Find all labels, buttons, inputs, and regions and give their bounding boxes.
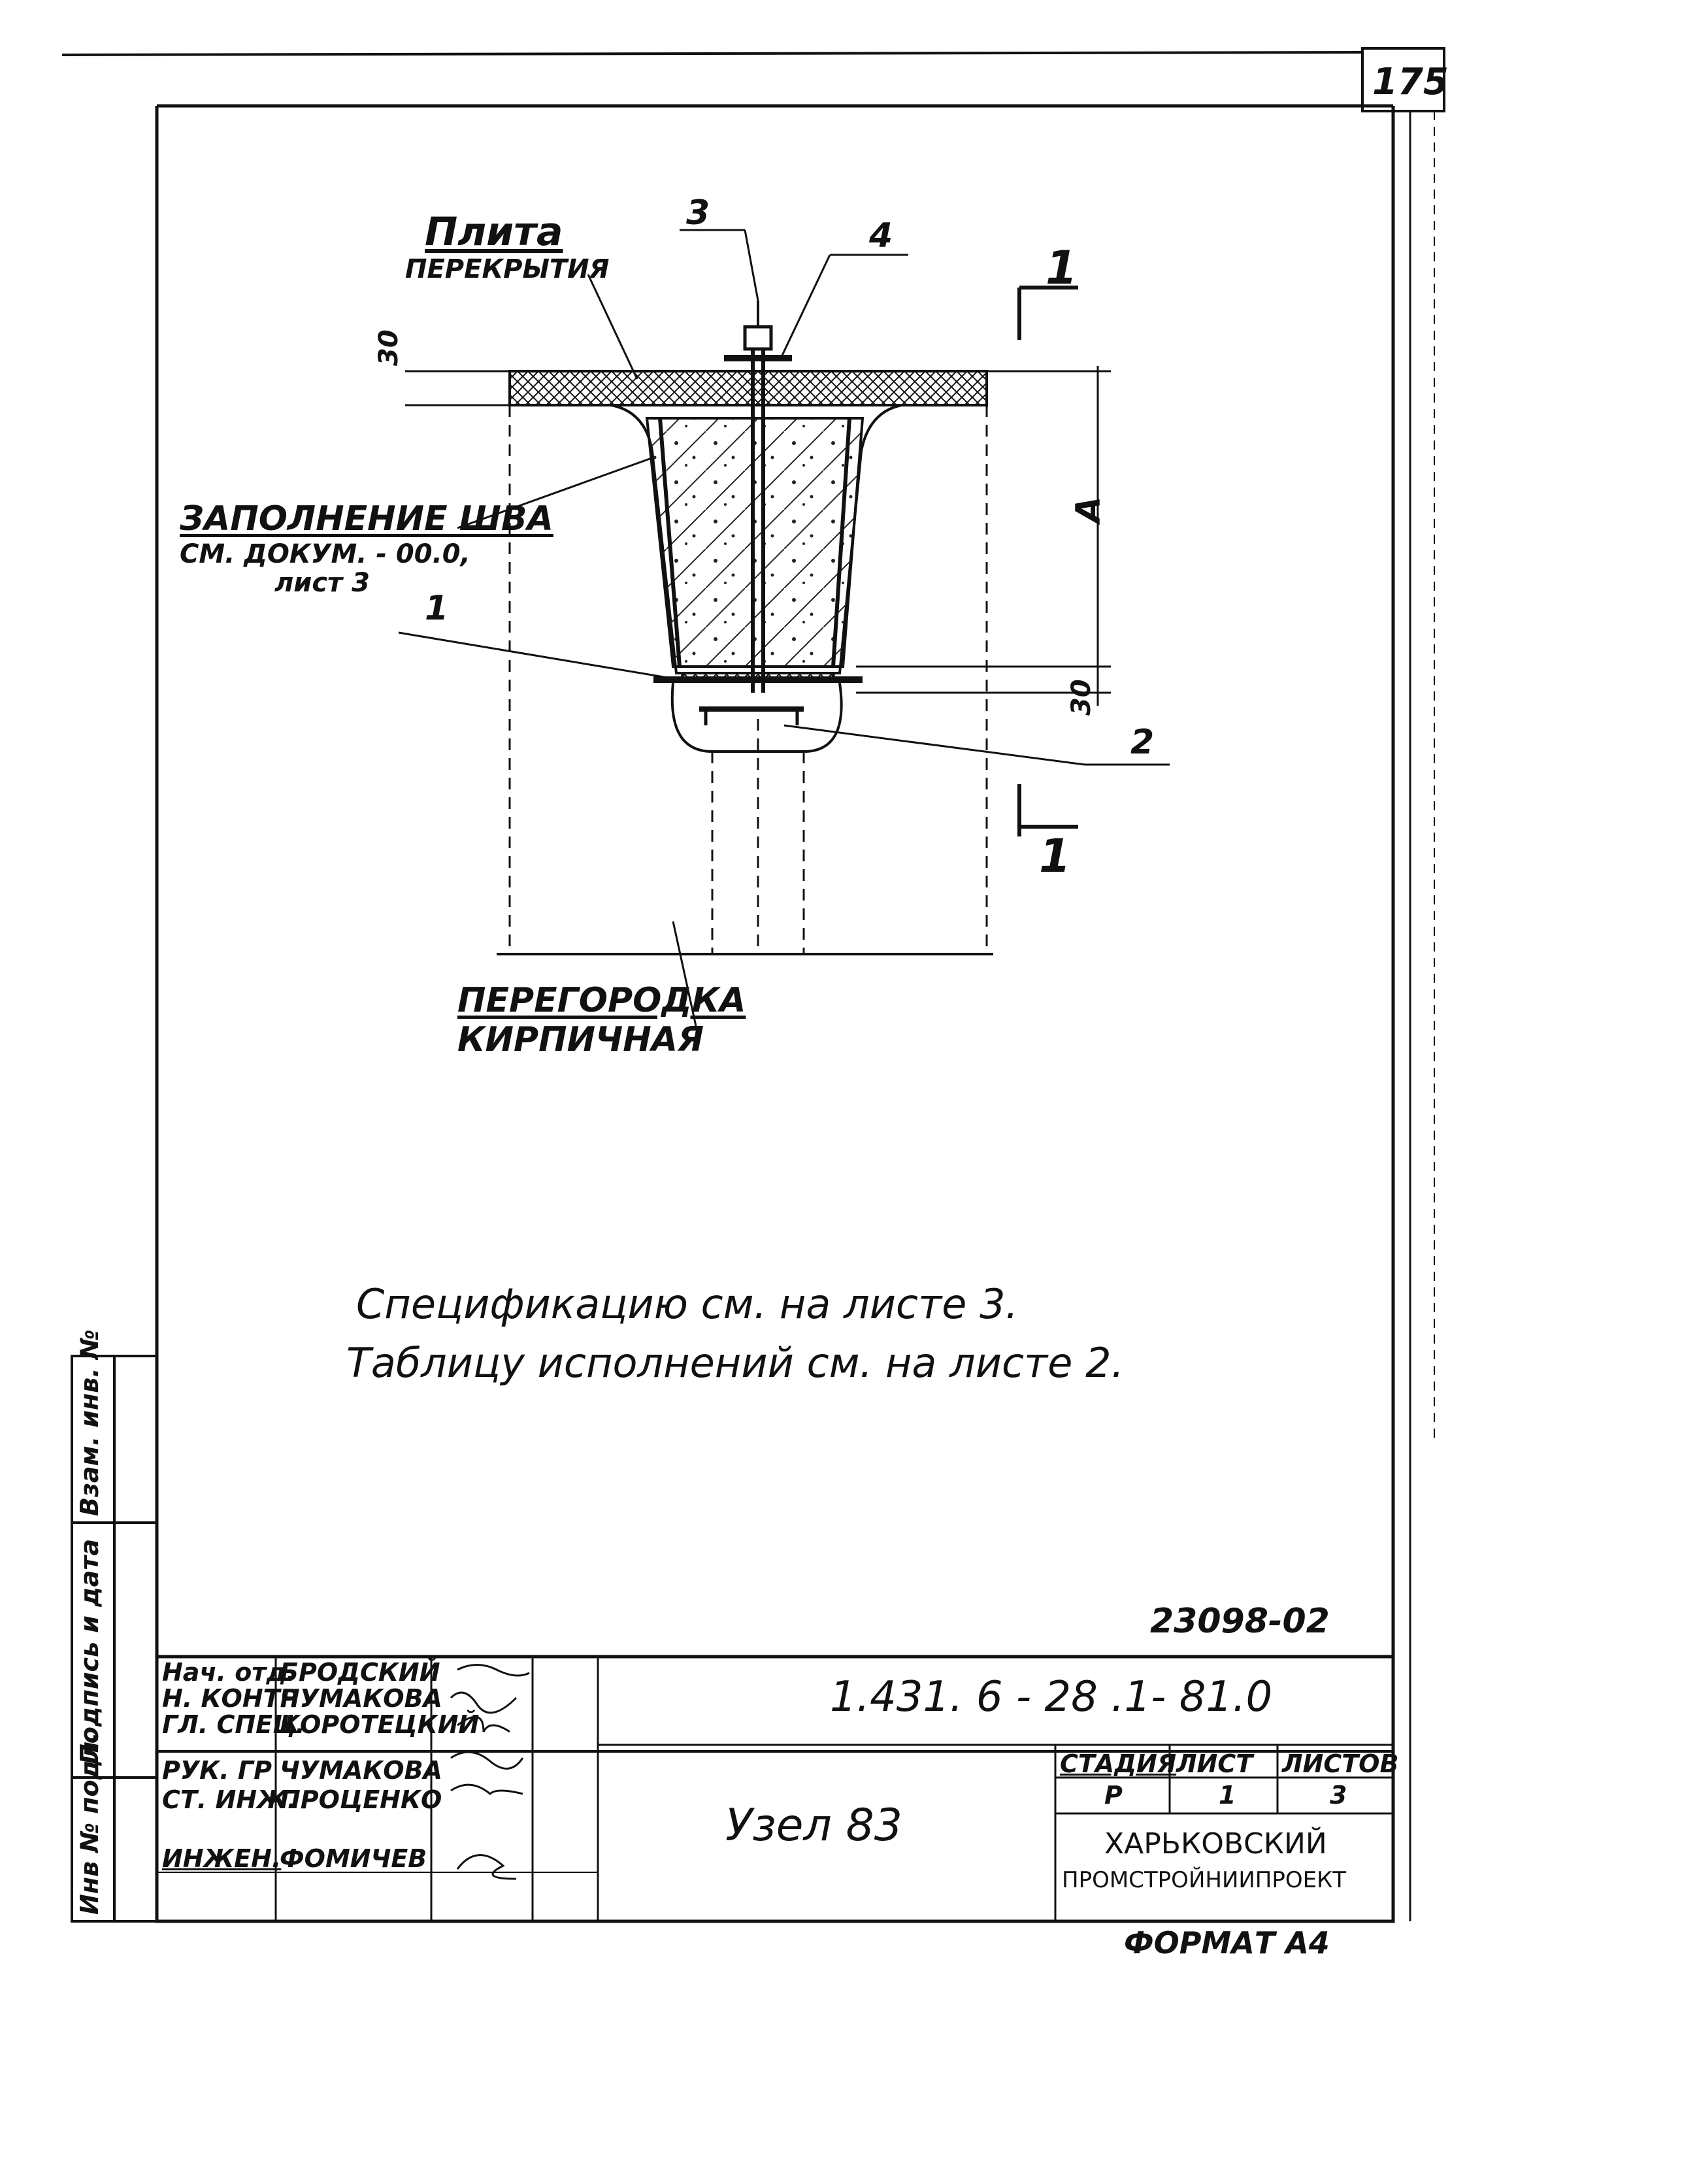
tb-role-3: Гл. спец. — [162, 1710, 305, 1739]
label-slab-line1: Плита — [425, 209, 563, 255]
sheet-format: Формат А4 — [1124, 1925, 1330, 1961]
archive-number: 23098-02 — [1150, 1602, 1330, 1641]
dimension-lines — [405, 366, 1111, 706]
label-joint-line3: лист 3 — [274, 568, 370, 598]
section-marks — [1017, 286, 1078, 836]
tb-role-1: Нач. отд. — [162, 1658, 296, 1687]
position-1: 1 — [425, 589, 449, 628]
label-joint-line2: см. докум. - 00.0, — [180, 539, 470, 569]
organization-line2: Промстройниипроект — [1062, 1867, 1347, 1893]
tb-name-4: Чумакова — [280, 1756, 442, 1785]
section-mark-top: 1 — [1046, 241, 1078, 295]
tb-name-2: Чумакова — [280, 1684, 442, 1713]
sheets-value: 3 — [1330, 1781, 1347, 1810]
side-stamp-signature-date: Подпись и дата — [75, 1538, 104, 1764]
note-execution-table: Таблицу исполнений см. на листе 2. — [346, 1339, 1125, 1387]
dimension-top: 30 — [374, 329, 404, 366]
label-joint-line1: Заполнение шва — [180, 499, 553, 538]
section-mark-bottom: 1 — [1039, 829, 1071, 883]
sheet-value: 1 — [1219, 1781, 1236, 1810]
tb-role-2: Н. контр — [162, 1684, 299, 1713]
side-stamp-replacement: Взам. инв. № — [75, 1329, 104, 1516]
note-specification: Спецификацию см. на листе 3. — [356, 1280, 1019, 1328]
dimension-a: А — [1069, 496, 1108, 523]
tb-name-1: Бродский — [280, 1658, 440, 1687]
label-partition-line1: Перегородка — [457, 981, 746, 1020]
document-title: Узел 83 — [725, 1800, 903, 1851]
leader-lines — [398, 229, 1170, 1027]
tb-name-5: Проценко — [280, 1785, 442, 1814]
tb-role-4: Рук. гр — [162, 1756, 272, 1785]
signatures — [450, 1664, 530, 1880]
tb-name-7: Фомичев — [280, 1844, 427, 1873]
sheets-header: Листов — [1282, 1749, 1399, 1778]
tb-name-3: Коротецкий — [280, 1710, 480, 1739]
organization-line1: Харьковский — [1104, 1827, 1327, 1861]
document-designation: 1.431. 6 - 28 .1- 81.0 — [830, 1673, 1273, 1721]
tb-role-7: Инжен. — [162, 1844, 282, 1873]
stage-header: Стадия — [1060, 1749, 1177, 1778]
brick-partition — [508, 405, 988, 954]
sheet-header: Лист — [1176, 1749, 1253, 1778]
label-partition-line2: кирпичная — [457, 1020, 704, 1059]
anchor-rod — [653, 301, 863, 753]
tb-role-5: Ст. инж. — [162, 1785, 297, 1814]
slab — [508, 370, 988, 681]
stage-value: Р — [1104, 1781, 1123, 1810]
position-2: 2 — [1130, 723, 1155, 762]
position-3: 3 — [686, 193, 710, 233]
label-slab-line2: перекрытия — [405, 254, 610, 284]
page-number: 175 — [1372, 61, 1449, 103]
dimension-bottom: 30 — [1066, 679, 1096, 716]
position-4: 4 — [869, 216, 893, 256]
side-stamp-grid — [71, 1355, 158, 1923]
